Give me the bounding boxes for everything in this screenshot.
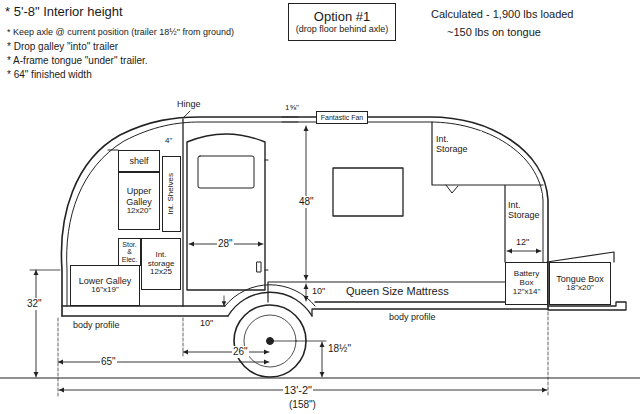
- door-hinge: [265, 159, 268, 160]
- design-note: * 64" finished width: [6, 69, 93, 81]
- wheel-well: [228, 292, 312, 316]
- battery-box: Battery Box12"x14": [505, 262, 548, 305]
- dimension: 18½": [327, 343, 352, 355]
- extension-line: [548, 312, 549, 396]
- design-note: * Keep axle @ current position (trailer …: [6, 27, 235, 37]
- extension-line: [58, 318, 59, 396]
- leader-line: [184, 111, 190, 117]
- dimension-line: [507, 251, 541, 252]
- dimension: (158"): [288, 399, 317, 411]
- galley-bulkhead: [182, 119, 183, 306]
- dimension: 1⅝": [284, 103, 300, 112]
- node-text: Int. Shelves: [167, 173, 176, 215]
- design-note: * 5'-8" Interior height: [4, 5, 124, 20]
- dimension: 13'-2": [283, 384, 313, 397]
- dimension: 10": [311, 286, 326, 296]
- node-text: Int. Storage: [508, 200, 540, 220]
- door-handle: [257, 262, 261, 272]
- wheel-well-outer: [225, 285, 315, 306]
- rear-drop-floor: [62, 306, 228, 316]
- dimension-line: [183, 352, 269, 353]
- dimension: 4": [164, 136, 173, 145]
- tongue-box-lid: [547, 252, 614, 262]
- part-label: Queen Size Mattress: [345, 285, 450, 298]
- dimension-line: [224, 296, 225, 306]
- dimension: 26": [232, 346, 249, 358]
- dimension-line: [58, 362, 269, 363]
- node-text: (drop floor behind axle): [291, 24, 393, 34]
- light-fixture: [446, 185, 458, 193]
- shelf-box: shelf: [118, 150, 160, 172]
- dimension: 12": [515, 237, 530, 247]
- node-text: Fantastic Fan: [319, 114, 365, 122]
- dimension: 65": [100, 356, 117, 368]
- extension-line: [183, 318, 184, 356]
- door: [187, 134, 265, 290]
- part-label: Hinge: [176, 99, 202, 109]
- weight-note: ~150 lbs on tongue: [446, 26, 542, 39]
- design-note: * A-frame tongue "under" trailer.: [6, 55, 149, 67]
- dimension: 28": [217, 238, 234, 250]
- node-text: Stor. & Elec.: [121, 241, 138, 264]
- node-text: shelf: [121, 156, 157, 166]
- dimension-line: [306, 284, 307, 301]
- door-window: [198, 156, 254, 188]
- inner-skin: [67, 122, 543, 306]
- galley-box: Lower Galley16"x19": [70, 265, 140, 306]
- shelves-column: Int. Shelves: [162, 156, 181, 232]
- dimension: 48": [298, 196, 315, 208]
- cabinet-lines: [432, 122, 543, 262]
- storage-box: Int. storage12x25: [141, 238, 181, 290]
- dimension-line: [36, 270, 37, 377]
- shelf-line: [108, 150, 118, 151]
- roof-thickness-ticks: [282, 117, 298, 122]
- dimension: 32": [26, 298, 43, 310]
- ground-line: [0, 377, 640, 378]
- node-text: Upper Galley: [121, 186, 157, 206]
- body-outline: [61, 117, 548, 316]
- extension-line: [30, 270, 60, 271]
- galley-box: Upper Galley12x20": [118, 172, 160, 230]
- node-text: Option #1: [291, 10, 393, 25]
- design-note: * Drop galley "into" trailer: [6, 41, 119, 53]
- extension-line: [270, 341, 326, 342]
- node-text: Int. storage: [144, 251, 178, 269]
- node-text: Int. Storage: [436, 134, 480, 154]
- node-text: Battery Box: [508, 270, 545, 288]
- node-text: 18"x20": [552, 284, 608, 293]
- node-text: Tongue Box: [552, 274, 608, 284]
- tongue-box: Tongue Box18"x20": [549, 262, 611, 305]
- node-text: 12x20": [121, 207, 157, 216]
- weight-note: Calculated - 1,900 lbs loaded: [430, 8, 574, 21]
- dimension: 10": [199, 318, 214, 328]
- node-text: Lower Galley: [73, 276, 137, 286]
- storage-box: Stor. & Elec.: [118, 238, 141, 266]
- door-hinge: [265, 269, 268, 270]
- title-box: Option #1(drop floor behind axle): [288, 3, 396, 41]
- dimension-line: [322, 342, 323, 377]
- mattress-outline: [268, 282, 505, 302]
- storage-region: Int. Storage: [434, 131, 482, 156]
- node-text: 16"x19": [73, 286, 137, 295]
- part-label: body profile: [388, 312, 437, 322]
- side-window: [333, 168, 403, 216]
- storage-region: Int. Storage: [506, 193, 542, 227]
- node-text: 12x25: [144, 268, 178, 277]
- part-label: body profile: [72, 320, 121, 330]
- roof-fan-box: Fantastic Fan: [316, 111, 368, 124]
- node-text: 12"x14": [508, 288, 545, 297]
